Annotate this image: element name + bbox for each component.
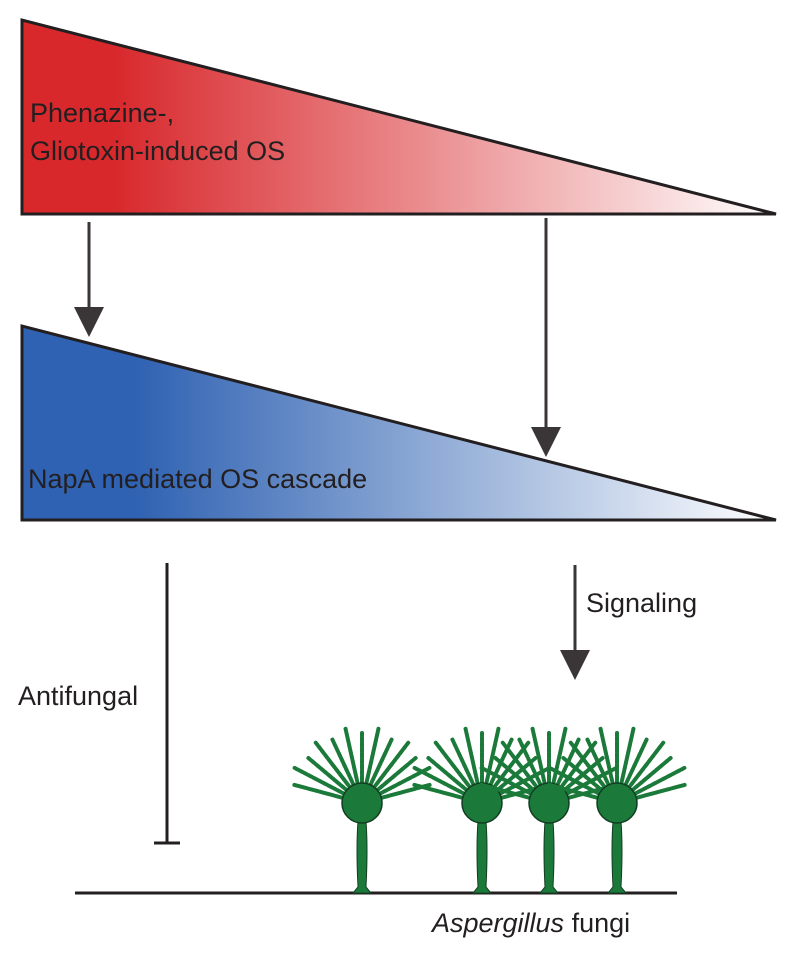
conidial-chain — [500, 740, 541, 791]
blue-wedge: NapA mediated OS cascade — [20, 324, 777, 522]
red-wedge: Phenazine-, Gliotoxin-induced OS — [20, 18, 777, 216]
left-down-arrow — [74, 222, 104, 337]
conidial-chain — [625, 740, 666, 791]
conidial-chain — [373, 756, 418, 794]
conidial-chain — [450, 737, 477, 789]
conidial-chain — [547, 765, 604, 797]
stipe — [471, 820, 493, 894]
blue-wedge-label: NapA mediated OS cascade — [28, 464, 367, 494]
antifungal-inhibitor: Antifungal — [18, 563, 180, 845]
conidial-chain — [493, 756, 538, 794]
red-wedge-shape — [20, 18, 777, 216]
stipe — [351, 820, 373, 894]
fungi-label: Aspergillus fungi — [430, 908, 630, 938]
conidial-chain — [463, 726, 481, 788]
conidial-chain — [561, 756, 606, 794]
conidial-chain — [628, 756, 673, 794]
conidiophore — [412, 726, 552, 894]
conidial-chain — [517, 737, 544, 789]
conidial-chain — [622, 737, 649, 789]
conidial-chain — [598, 726, 616, 788]
conidial-chain — [630, 765, 687, 797]
conidial-chain — [479, 782, 534, 801]
conidial-chain — [343, 726, 361, 788]
right-down-arrow — [531, 218, 561, 457]
antifungal-label: Antifungal — [18, 681, 138, 711]
blue-wedge-shape — [20, 324, 777, 522]
conidial-chain — [530, 726, 548, 788]
stipe — [606, 820, 628, 894]
conidial-chain — [363, 726, 381, 788]
conidial-chain — [313, 740, 354, 791]
conidial-chain — [292, 782, 347, 801]
signaling-arrow: Signaling — [560, 565, 697, 680]
red-wedge-label-line2: Gliotoxin-induced OS — [30, 136, 285, 166]
conidiophore — [292, 726, 432, 894]
vesicle-head — [596, 782, 638, 824]
conidial-chain — [292, 765, 349, 797]
conidial-chain — [585, 737, 612, 789]
conidial-chain — [412, 765, 469, 797]
fungi-label-genus: Aspergillus — [430, 908, 564, 938]
red-wedge-label-line1: Phenazine-, — [30, 98, 174, 128]
conidial-chain — [370, 740, 411, 791]
conidial-chain — [367, 737, 394, 789]
conidiophore — [547, 726, 687, 894]
conidial-chain — [306, 756, 351, 794]
conidiophore — [479, 726, 619, 894]
signaling-label: Signaling — [586, 588, 697, 618]
stipe — [538, 820, 560, 894]
conidial-chain — [483, 726, 501, 788]
conidial-chain — [568, 740, 609, 791]
conidial-chain — [426, 756, 471, 794]
aspergillus-fungi-group — [292, 726, 687, 894]
conidial-chain — [618, 726, 636, 788]
fungi-label-rest: fungi — [564, 908, 630, 938]
conidial-chain — [632, 782, 687, 801]
vesicle-head — [341, 782, 383, 824]
conidial-chain — [547, 782, 602, 801]
conidial-chain — [330, 737, 357, 789]
conidial-chain — [550, 726, 568, 788]
conidial-chain — [557, 740, 598, 791]
conidial-chain — [412, 782, 467, 801]
conidial-chain — [433, 740, 474, 791]
conidial-chain — [479, 765, 536, 797]
